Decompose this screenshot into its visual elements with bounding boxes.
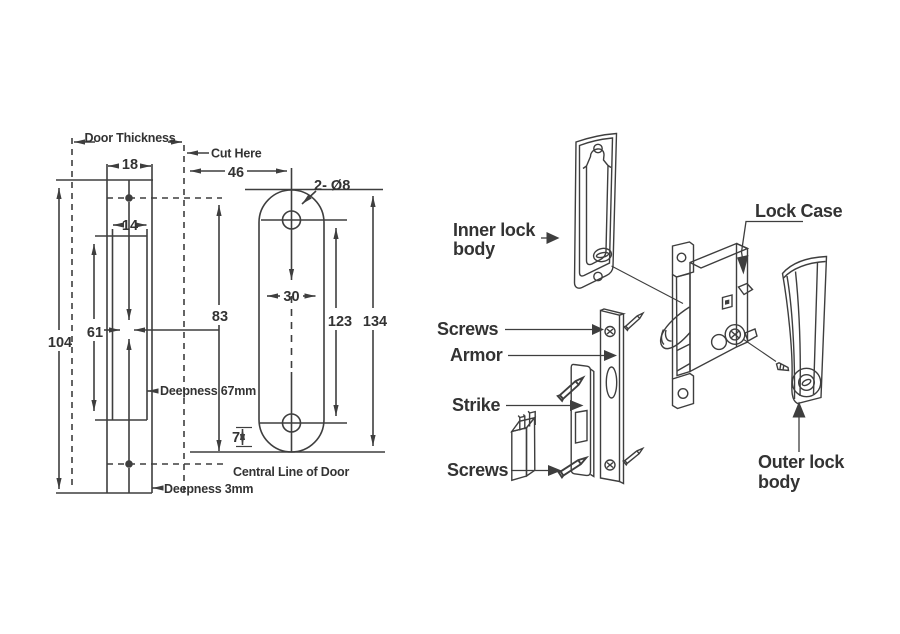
faceplate-drilling-template <box>190 168 385 453</box>
label-screws-top: Screws <box>437 319 499 339</box>
dim-30: 30 <box>283 289 299 305</box>
label-central-line: Central Line of Door <box>233 465 349 479</box>
dim-61: 61 <box>87 325 103 341</box>
label-cut-here: Cut Here <box>211 147 262 161</box>
screw-icon <box>622 445 645 466</box>
dim-14: 14 <box>122 218 138 234</box>
strike-plate-art <box>570 363 595 478</box>
door-cross-section <box>56 138 223 495</box>
label-arrows <box>505 232 806 476</box>
dim-123: 123 <box>328 314 352 330</box>
dimension-annotations <box>56 139 376 491</box>
label-door-thickness: Door Thickness <box>85 131 176 145</box>
armor-plate-art <box>599 308 626 485</box>
label-inner-lock-body: Inner lock <box>453 220 536 240</box>
screw-icon <box>623 310 646 332</box>
label-deepness-3: Deepness 3mm <box>164 482 253 496</box>
label-deepness-67: Deepness 67mm <box>160 384 256 398</box>
label-inner-lock-body-2: body <box>453 239 495 259</box>
label-lock-case: Lock Case <box>755 201 843 221</box>
outer-lock-body-art <box>775 255 828 405</box>
exploded-view: Inner lock body Lock Case Screws Armor S… <box>437 132 846 492</box>
label-outer-lock-body-2: body <box>758 472 800 492</box>
dim-7: 7 <box>232 430 240 446</box>
dim-46: 46 <box>228 165 244 181</box>
label-strike: Strike <box>452 395 501 415</box>
exploded-alignment-lines <box>611 265 777 362</box>
dim-2-d8: 2- Ø8 <box>314 178 350 194</box>
dim-18: 18 <box>122 157 138 173</box>
dim-83: 83 <box>212 309 228 325</box>
inner-lock-body-art <box>573 132 618 289</box>
lock-case-art <box>659 220 803 410</box>
label-outer-lock-body: Outer lock <box>758 452 845 472</box>
dim-104: 104 <box>48 335 72 351</box>
label-armor: Armor <box>450 345 503 365</box>
dim-134: 134 <box>363 314 387 330</box>
label-screws-bottom: Screws <box>447 460 509 480</box>
